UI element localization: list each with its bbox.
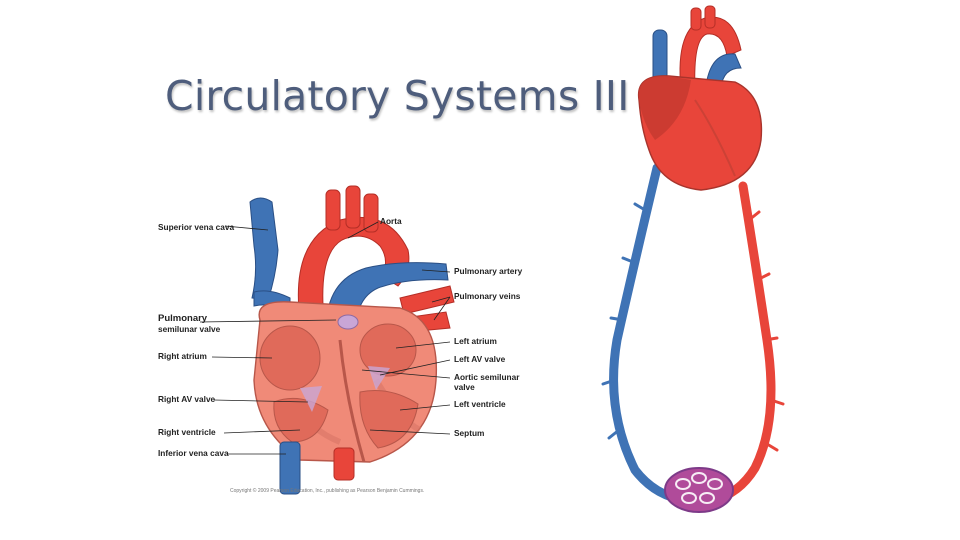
- label-pulmonary-artery: Pulmonary artery: [454, 266, 523, 276]
- label-pulmonary-veins: Pulmonary veins: [454, 291, 521, 301]
- label-right-ventricle: Right ventricle: [158, 427, 216, 437]
- label-right-av-valve: Right AV valve: [158, 394, 216, 404]
- label-aorta: Aorta: [380, 216, 402, 226]
- label-right-atrium: Right atrium: [158, 351, 207, 361]
- label-left-ventricle: Left ventricle: [454, 399, 506, 409]
- heart-diagram-drawing: [199, 185, 455, 495]
- label-inferior-vena-cava: Inferior vena cava: [158, 448, 229, 458]
- label-pulmonary-semilunar-valve-line1: Pulmonary: [158, 313, 208, 324]
- label-left-av-valve: Left AV valve: [454, 354, 506, 364]
- label-septum: Septum: [454, 428, 485, 438]
- label-superior-vena-cava: Superior vena cava: [158, 222, 235, 232]
- heart-diagram: Superior vena cava Aorta Pulmonary arter…: [150, 180, 550, 500]
- label-aortic-semilunar-valve-line1: Aortic semilunar: [454, 372, 520, 382]
- circulation-loop-diagram: [595, 0, 805, 530]
- circulation-loop-drawing: [601, 5, 785, 513]
- copyright-notice: Copyright © 2009 Pearson Education, Inc.…: [230, 488, 425, 494]
- label-aortic-semilunar-valve-line2: valve: [454, 382, 475, 392]
- slide-title: Circulatory Systems III: [165, 72, 630, 120]
- label-pulmonary-semilunar-valve-line2: semilunar valve: [158, 324, 221, 334]
- label-left-atrium: Left atrium: [454, 336, 497, 346]
